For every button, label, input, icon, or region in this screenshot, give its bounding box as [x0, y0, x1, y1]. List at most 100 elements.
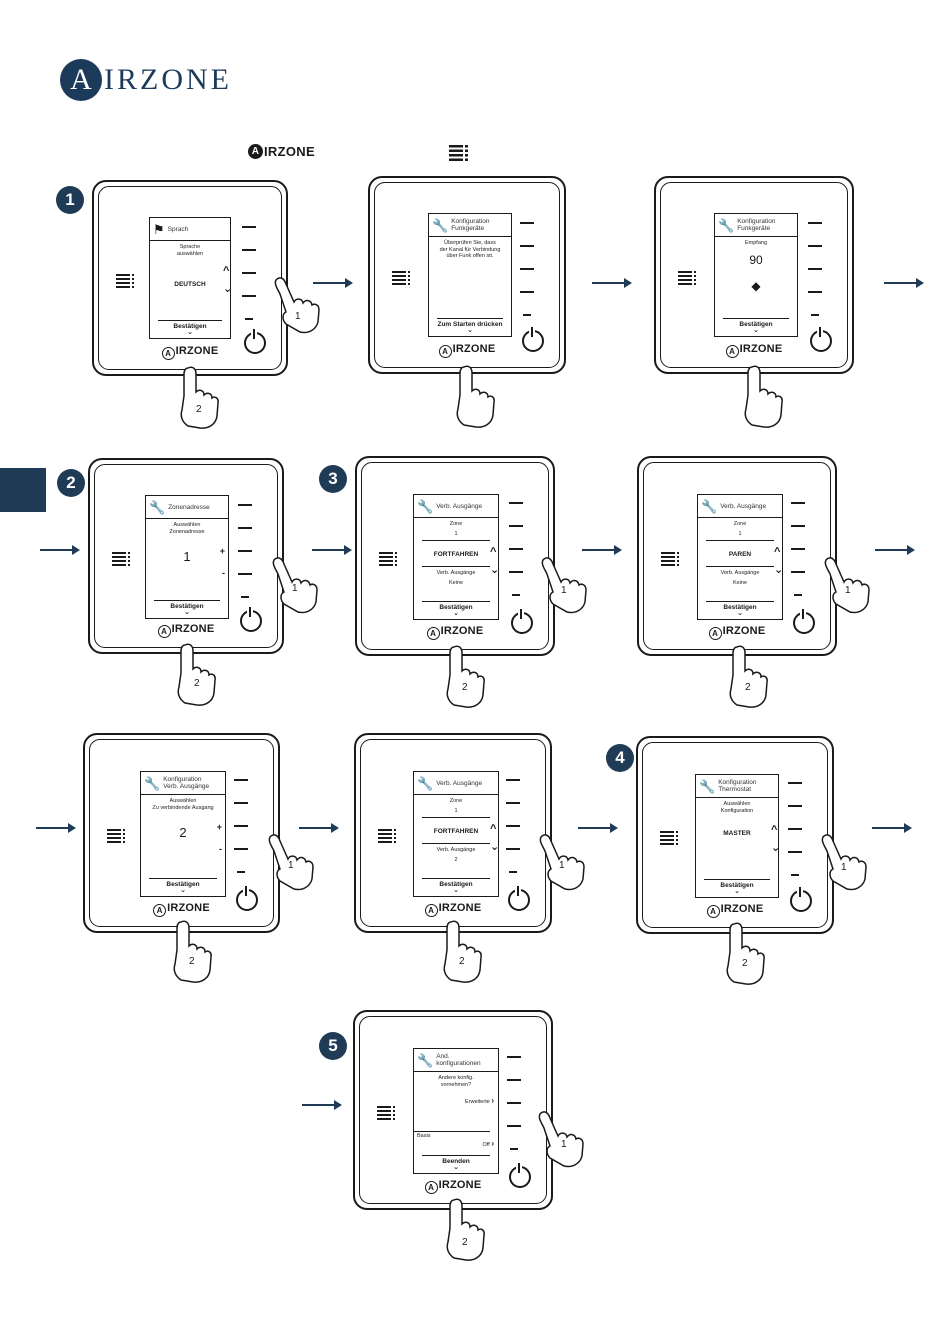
- logo-text: IRZONE: [104, 63, 232, 96]
- device-brand-text: IRZONE: [739, 343, 783, 355]
- press-number: 2: [742, 958, 748, 969]
- press-number: 1: [561, 1139, 567, 1150]
- side-keys[interactable]: [509, 502, 523, 617]
- menu-list-icon[interactable]: [107, 829, 125, 845]
- stop-option[interactable]: PAREN: [728, 551, 752, 558]
- side-keys[interactable]: [506, 779, 520, 894]
- menu-list-icon[interactable]: [379, 552, 397, 568]
- confirm-label[interactable]: Bestätigen⌄: [146, 600, 228, 616]
- screen-title: Funkgeräte: [451, 225, 485, 232]
- screen-header: 🔧And.konfigurationen: [414, 1049, 498, 1072]
- airzone-mark-icon: A: [708, 627, 722, 640]
- press-number: 2: [462, 682, 468, 693]
- screen-title: And.: [436, 1053, 450, 1060]
- finish-label[interactable]: Beenden⌄: [414, 1155, 498, 1171]
- side-keys[interactable]: [788, 782, 802, 897]
- menu-list-icon[interactable]: [116, 274, 134, 290]
- screen-text: der Kanal für Verbindung: [439, 246, 501, 253]
- airzone-mark-icon: A: [706, 905, 720, 918]
- device-brand-text: IRZONE: [440, 625, 484, 637]
- continue-option[interactable]: FORTFAHREN: [433, 828, 479, 835]
- basis-option[interactable]: Off ›: [482, 1139, 494, 1148]
- menu-list-icon[interactable]: [661, 552, 679, 568]
- menu-list-icon[interactable]: [678, 271, 696, 287]
- power-icon[interactable]: [509, 1163, 531, 1188]
- zone-address-value: 1: [183, 549, 191, 564]
- step-badge-2: 2: [57, 469, 85, 497]
- zone-label: Zone: [733, 521, 747, 527]
- continue-option[interactable]: FORTFAHREN: [433, 551, 479, 558]
- power-icon[interactable]: [790, 887, 812, 912]
- menu-list-icon[interactable]: [377, 1106, 395, 1122]
- confirm-label[interactable]: Bestätigen⌄: [141, 878, 225, 894]
- menu-list-icon[interactable]: [112, 552, 130, 568]
- chevron-down-icon: ⌄: [753, 327, 759, 334]
- menu-list-icon[interactable]: [392, 271, 410, 287]
- power-icon[interactable]: [236, 886, 258, 911]
- confirm-label[interactable]: Bestätigen⌄: [414, 878, 498, 894]
- power-icon[interactable]: [793, 609, 815, 634]
- press-number: 1: [288, 860, 294, 871]
- wrench-icon: 🔧: [699, 778, 716, 794]
- screen-text: Zu verbindende Ausgang: [152, 804, 214, 811]
- power-icon[interactable]: [240, 607, 262, 632]
- side-keys[interactable]: [238, 504, 252, 619]
- side-keys[interactable]: [520, 222, 534, 337]
- side-keys[interactable]: [234, 779, 248, 894]
- power-icon[interactable]: [508, 886, 530, 911]
- screen-title: Verb. Ausgänge: [720, 502, 767, 510]
- power-icon[interactable]: [522, 327, 544, 352]
- screen-title: Konfiguration: [737, 218, 776, 225]
- screen-header: 🔧Verb. Ausgänge: [698, 495, 782, 518]
- side-keys[interactable]: [791, 502, 805, 617]
- side-keys[interactable]: [808, 222, 822, 337]
- wrench-icon: 🔧: [417, 498, 434, 514]
- up-down-chevron-icon: ^⌄: [774, 546, 784, 576]
- flag-icon: ⚑: [153, 221, 165, 237]
- screen-title: Konfiguration: [163, 776, 202, 783]
- master-option[interactable]: MASTER: [723, 830, 751, 837]
- confirm-label[interactable]: Bestätigen⌄: [414, 601, 498, 617]
- signal-label: Empfang: [744, 240, 767, 246]
- confirm-label[interactable]: Bestätigen⌄: [150, 320, 230, 336]
- side-keys[interactable]: [242, 226, 256, 341]
- power-icon[interactable]: [810, 327, 832, 352]
- advanced-option[interactable]: Erweiterte ›: [465, 1096, 494, 1105]
- press-number: 2: [462, 1237, 468, 1248]
- confirm-label[interactable]: Bestätigen⌄: [696, 879, 778, 895]
- confirm-label[interactable]: Bestätigen⌄: [715, 318, 797, 334]
- section-tab: [0, 468, 46, 512]
- language-option[interactable]: DEUTSCH: [174, 281, 206, 288]
- screen-text: Überprüfen Sie, dass: [444, 240, 496, 246]
- power-icon[interactable]: [244, 329, 266, 354]
- menu-list-icon[interactable]: [660, 831, 678, 847]
- plus-indicator: +: [216, 822, 222, 832]
- confirm-label[interactable]: Bestätigen⌄: [698, 601, 782, 617]
- up-down-chevron-icon: ^⌄: [490, 546, 500, 576]
- logo-mark: A: [60, 59, 102, 101]
- hand-press-icon: [744, 365, 783, 428]
- airzone-mark-icon: A: [424, 1181, 438, 1194]
- start-label[interactable]: Zum Starten drücken⌄: [429, 318, 511, 334]
- screen-title: Zonenadresse: [168, 503, 210, 511]
- screen-header: 🔧Zonenadresse: [146, 496, 228, 519]
- power-icon[interactable]: [511, 609, 533, 634]
- device-brand-text: IRZONE: [720, 903, 764, 915]
- side-keys[interactable]: [507, 1056, 521, 1171]
- menu-list-icon[interactable]: [378, 829, 396, 845]
